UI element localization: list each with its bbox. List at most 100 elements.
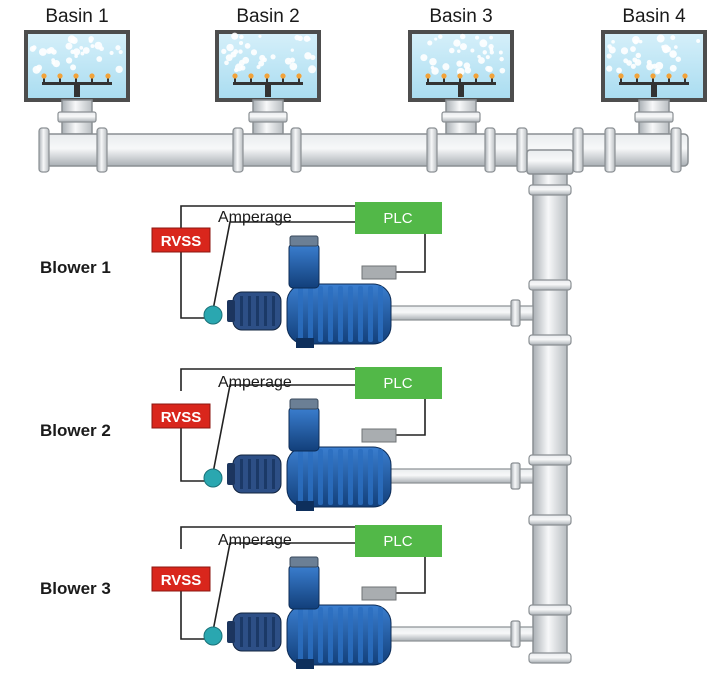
- air-bubble: [94, 41, 103, 50]
- air-bubble: [429, 57, 437, 66]
- diffuser-nozzle: [473, 73, 479, 79]
- air-bubble: [118, 49, 123, 55]
- blower-1-plc-label: PLC: [383, 210, 412, 227]
- air-bubble: [289, 57, 296, 63]
- air-bubble: [453, 39, 461, 47]
- air-bubble: [630, 46, 636, 52]
- air-bubble: [109, 50, 114, 56]
- blower-rib: [358, 607, 363, 663]
- diffuser-nozzle: [618, 73, 624, 79]
- blower-rib: [378, 607, 383, 663]
- pipe-coupling: [484, 127, 496, 173]
- blower-rib: [378, 286, 383, 342]
- diffuser-nozzle: [232, 73, 238, 79]
- blower-rib: [308, 449, 313, 505]
- air-bubble: [646, 59, 652, 65]
- motor-fin: [240, 296, 243, 326]
- riser-pipe-couplings: [528, 184, 572, 664]
- air-bubble: [38, 48, 47, 56]
- air-bubble: [270, 54, 276, 60]
- air-bubble: [654, 68, 661, 75]
- blower-3-rvss-label: RVSS: [161, 572, 202, 589]
- diffuser-nozzle: [489, 73, 495, 79]
- air-bubble: [244, 43, 251, 49]
- air-bubble: [489, 50, 494, 55]
- diffuser-arm: [459, 76, 461, 83]
- discharge-coupling: [510, 299, 521, 327]
- air-bubble: [457, 49, 461, 53]
- air-bubble: [459, 61, 463, 65]
- diffuser-nozzle: [457, 73, 463, 79]
- motor-fin: [248, 459, 251, 489]
- drop-pipe-flange: [441, 111, 481, 123]
- air-bubble: [297, 35, 303, 42]
- air-bubble: [262, 57, 267, 63]
- riser-coupling: [528, 184, 572, 196]
- air-bubble: [115, 45, 121, 51]
- blower-rib: [318, 607, 323, 663]
- signal-wire: [180, 368, 355, 391]
- air-bubble: [310, 54, 316, 61]
- air-bubble: [226, 43, 234, 52]
- signal-wire: [395, 555, 426, 594]
- basin-1: Basin 1: [24, 6, 130, 102]
- motor-endcap: [227, 463, 235, 485]
- air-bubble: [70, 64, 77, 71]
- diffuser-arm: [107, 76, 109, 83]
- motor-endcap: [227, 621, 235, 643]
- pipe-coupling: [572, 127, 584, 173]
- air-bubble: [90, 44, 95, 49]
- motor-fin: [256, 296, 259, 326]
- diffuser-arm: [298, 76, 300, 83]
- air-bubble: [258, 60, 265, 67]
- basin-3-label: Basin 3: [429, 6, 492, 27]
- signal-wire: [395, 397, 426, 436]
- diffuser-stem: [458, 85, 464, 97]
- air-bubble: [634, 59, 642, 66]
- air-bubble: [442, 63, 450, 71]
- diffuser-manifold: [42, 82, 112, 85]
- blower-rib: [368, 449, 373, 505]
- signal-wire: [180, 526, 355, 549]
- blower-rib: [338, 607, 343, 663]
- air-bubble: [482, 50, 487, 55]
- air-bubble: [606, 53, 612, 59]
- air-bubble: [256, 65, 261, 70]
- riser-coupling: [528, 454, 572, 466]
- motor-fin: [272, 459, 275, 489]
- air-bubble: [638, 39, 643, 44]
- diffuser-nozzle: [264, 73, 270, 79]
- motor-fin: [248, 296, 251, 326]
- blower-rib: [358, 449, 363, 505]
- pipe-coupling: [38, 127, 50, 173]
- air-bubble: [250, 49, 258, 56]
- air-bubble: [231, 32, 239, 40]
- air-bubble: [29, 45, 36, 52]
- air-bubble: [65, 42, 73, 50]
- air-bubble: [240, 65, 246, 71]
- motor-endcap: [227, 300, 235, 322]
- diffuser-arm: [266, 76, 268, 83]
- blower-3-plc: PLC: [355, 525, 442, 557]
- blower-rib: [338, 449, 343, 505]
- air-bubble: [630, 63, 636, 69]
- air-bubble: [225, 54, 233, 62]
- blower-1-assembly: [180, 205, 534, 348]
- blower-2-label: Blower 2: [40, 421, 111, 440]
- diffuser-manifold: [426, 82, 496, 85]
- pipe-coupling: [426, 127, 438, 173]
- blower-assemblies: [180, 205, 534, 669]
- blower-intake: [288, 406, 320, 452]
- diffuser-manifold: [233, 82, 303, 85]
- diffuser-nozzle: [441, 73, 447, 79]
- air-bubble: [427, 40, 433, 46]
- basin-diffusers: [29, 32, 701, 135]
- blower-rib: [308, 286, 313, 342]
- air-bubble: [308, 65, 317, 74]
- diffuser-nozzle: [682, 73, 688, 79]
- diffuser-nozzle: [248, 73, 254, 79]
- blower-rib: [298, 286, 303, 342]
- signal-wire: [212, 542, 355, 632]
- diffuser-manifold: [619, 82, 689, 85]
- blower-rib: [328, 286, 333, 342]
